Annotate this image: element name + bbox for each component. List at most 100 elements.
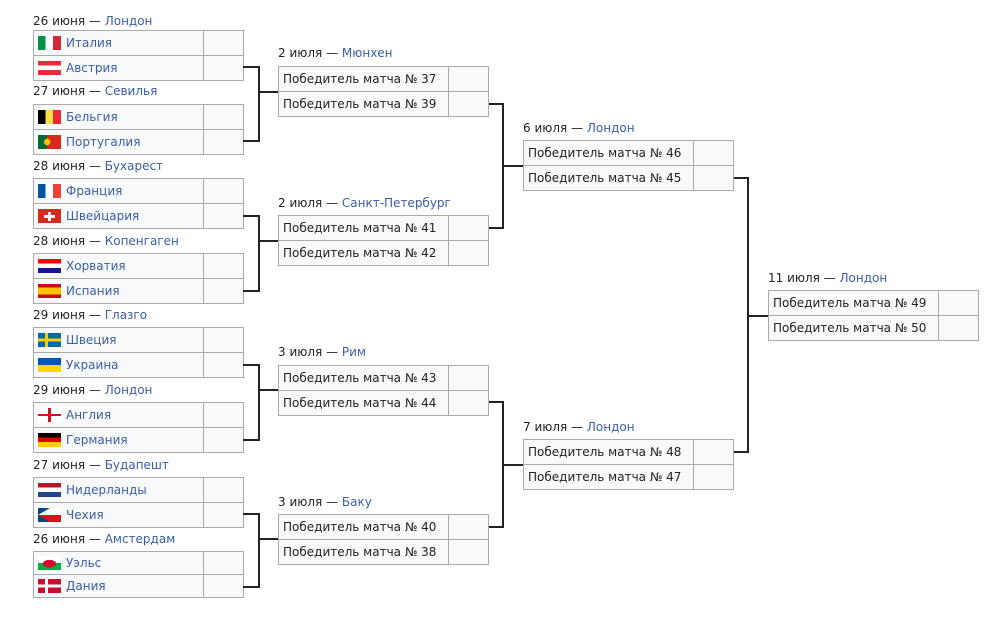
- team-row: Швейцария: [33, 203, 244, 229]
- bracket-connector-line: [258, 364, 260, 441]
- france-flag-icon: [38, 184, 61, 198]
- team-name-cell: Победитель матча № 39: [279, 92, 449, 116]
- match-city-link[interactable]: Амстердам: [104, 532, 176, 546]
- team-placeholder: Победитель матча № 47: [528, 470, 682, 484]
- bracket-connector-line: [243, 66, 258, 68]
- team-name-cell: Франция: [34, 179, 204, 203]
- team-row: Уэльс: [33, 551, 244, 575]
- score-cell: [204, 353, 243, 377]
- team-link[interactable]: Нидерланды: [66, 483, 147, 497]
- team-name-cell: Победитель матча № 41: [279, 216, 449, 240]
- team-name-cell: Победитель матча № 50: [769, 316, 939, 340]
- team-link[interactable]: Швеция: [66, 333, 117, 347]
- match-city-link[interactable]: Лондон: [104, 383, 153, 397]
- team-link[interactable]: Дания: [66, 579, 106, 593]
- score-cell: [204, 328, 243, 352]
- match-city-link[interactable]: Лондон: [104, 14, 153, 28]
- match-city-link[interactable]: Севилья: [104, 84, 158, 98]
- team-link[interactable]: Чехия: [66, 508, 104, 522]
- team-name-cell: Победитель матча № 38: [279, 540, 449, 564]
- team-link[interactable]: Бельгия: [66, 110, 118, 124]
- team-row: Украина: [33, 352, 244, 378]
- belgium-flag-icon: [38, 110, 61, 124]
- match-date-label: 7 июля — Лондон: [523, 420, 635, 434]
- team-placeholder: Победитель матча № 37: [283, 72, 437, 86]
- match-date: 27 июня: [33, 458, 86, 472]
- team-name-cell: Хорватия: [34, 254, 204, 278]
- team-link[interactable]: Португалия: [66, 135, 141, 149]
- bracket-connector-line: [502, 165, 523, 167]
- match-date-label: 3 июля — Рим: [278, 345, 366, 359]
- match-city-link[interactable]: Лондон: [586, 121, 635, 135]
- match-date: 6 июля: [523, 121, 568, 135]
- team-name-cell: Победитель матча № 40: [279, 515, 449, 539]
- match-city-link[interactable]: Баку: [341, 495, 372, 509]
- date-separator: —: [85, 532, 105, 546]
- match-city-link[interactable]: Глазго: [104, 308, 148, 322]
- team-placeholder: Победитель матча № 38: [283, 545, 437, 559]
- croatia-flag-icon: [38, 259, 61, 273]
- bracket-connector-line: [243, 140, 258, 142]
- team-link[interactable]: Англия: [66, 408, 112, 422]
- spain-flag-icon: [38, 284, 61, 298]
- date-separator: —: [85, 84, 105, 98]
- match-city-link[interactable]: Мюнхен: [341, 46, 393, 60]
- team-placeholder: Победитель матча № 41: [283, 221, 437, 235]
- team-name-cell: Португалия: [34, 130, 204, 154]
- team-name-cell: Чехия: [34, 503, 204, 527]
- match-city-link[interactable]: Будапешт: [104, 458, 169, 472]
- team-name-cell: Победитель матча № 37: [279, 67, 449, 91]
- match-city-link[interactable]: Копенгаген: [104, 234, 179, 248]
- bracket-connector-line: [258, 66, 260, 142]
- match-date: 29 июня: [33, 308, 86, 322]
- team-row: Победитель матча № 37: [278, 66, 489, 92]
- match-city-link[interactable]: Лондон: [586, 420, 635, 434]
- team-link[interactable]: Украина: [66, 358, 119, 372]
- team-name-cell: Победитель матча № 49: [769, 291, 939, 315]
- bracket-connector-line: [747, 315, 768, 317]
- bracket-connector-line: [243, 586, 258, 588]
- team-link[interactable]: Австрия: [66, 61, 118, 75]
- bracket-connector-line: [489, 103, 502, 105]
- sweden-flag-icon: [38, 333, 61, 347]
- match-city-link[interactable]: Рим: [341, 345, 366, 359]
- team-row: Италия: [33, 30, 244, 56]
- bracket-connector-line: [258, 91, 278, 93]
- team-row: Победитель матча № 47: [523, 464, 734, 490]
- match-city-link[interactable]: Бухарест: [104, 159, 164, 173]
- match-city-link[interactable]: Лондон: [839, 271, 888, 285]
- score-cell: [449, 540, 488, 564]
- team-row: Австрия: [33, 55, 244, 81]
- match-date: 11 июля: [768, 271, 820, 285]
- denmark-flag-icon: [38, 579, 61, 593]
- match-date-label: 29 июня — Глазго: [33, 308, 147, 322]
- team-name-cell: Швейцария: [34, 204, 204, 228]
- czechia-flag-icon: [38, 508, 61, 522]
- date-separator: —: [567, 420, 587, 434]
- team-row: Хорватия: [33, 253, 244, 279]
- team-name-cell: Испания: [34, 279, 204, 303]
- team-row: Победитель матча № 49: [768, 290, 979, 316]
- team-link[interactable]: Испания: [66, 284, 120, 298]
- team-row: Победитель матча № 46: [523, 140, 734, 166]
- team-link[interactable]: Хорватия: [66, 259, 126, 273]
- match-city-link[interactable]: Санкт-Петербург: [341, 196, 451, 210]
- portugal-flag-icon: [38, 135, 61, 149]
- team-link[interactable]: Уэльс: [66, 556, 102, 570]
- match-date-label: 3 июля — Баку: [278, 495, 372, 509]
- team-name-cell: Италия: [34, 31, 204, 55]
- germany-flag-icon: [38, 433, 61, 447]
- team-row: Победитель матча № 41: [278, 215, 489, 241]
- team-link[interactable]: Франция: [66, 184, 123, 198]
- team-name-cell: Австрия: [34, 56, 204, 80]
- bracket-connector-line: [258, 215, 260, 292]
- score-cell: [204, 130, 243, 154]
- team-link[interactable]: Германия: [66, 433, 128, 447]
- bracket-connector-line: [243, 215, 258, 217]
- team-link[interactable]: Швейцария: [66, 209, 140, 223]
- match-date: 3 июля: [278, 495, 323, 509]
- score-cell: [204, 478, 243, 502]
- bracket-connector-line: [243, 290, 258, 292]
- team-link[interactable]: Италия: [66, 36, 113, 50]
- match-date-label: 29 июня — Лондон: [33, 383, 152, 397]
